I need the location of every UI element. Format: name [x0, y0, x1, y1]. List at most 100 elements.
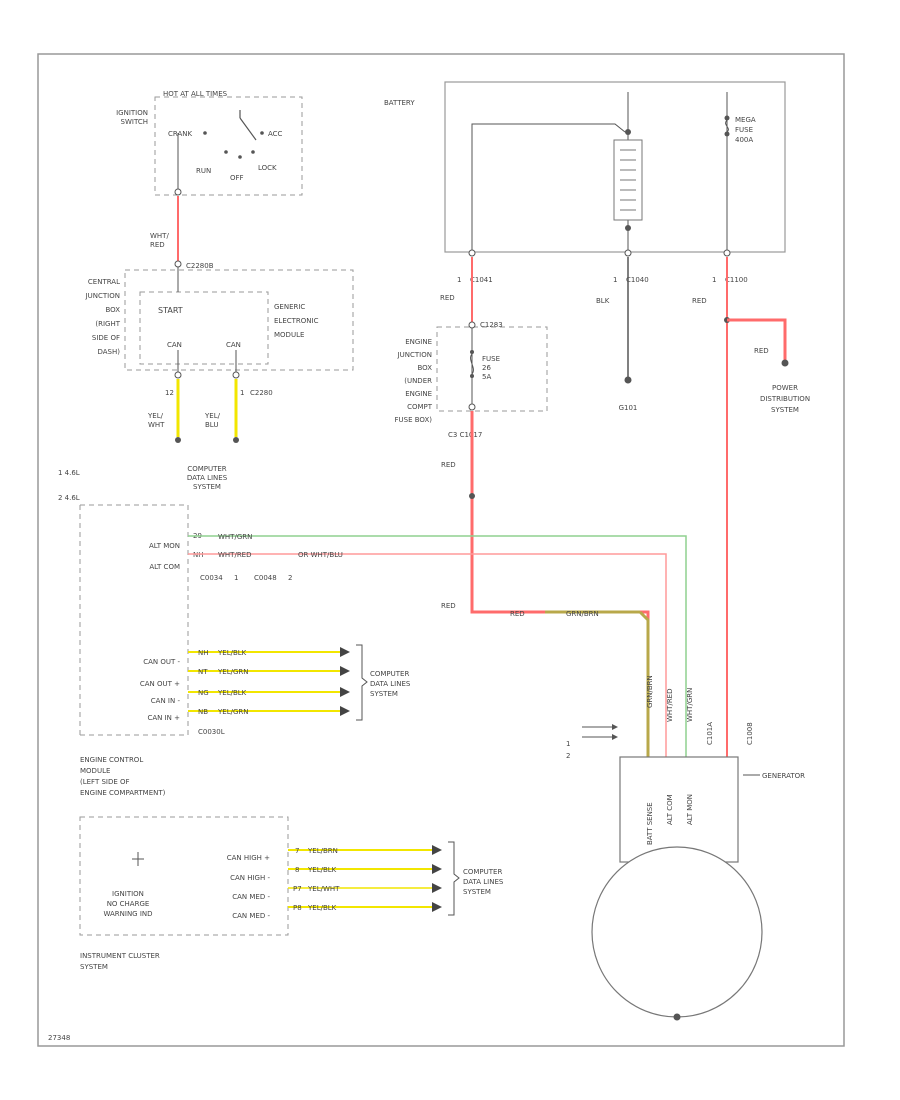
ejb-fuse-2: 5A: [482, 373, 491, 381]
cluster-0: INSTRUMENT CLUSTER: [80, 952, 160, 960]
ejb-connector: C1283: [480, 321, 503, 329]
pcm-conn-1: 1: [234, 574, 238, 582]
engine-junction-box: C1283 FUSE 26 5A ENGINE JUNCTION BOX (UN…: [394, 321, 548, 439]
cjb-name-4: SIDE OF: [92, 334, 120, 342]
wire-yel-blu-label1: YEL/: [204, 412, 221, 420]
wire-yel-wht-label2: WHT: [148, 421, 165, 429]
pds-0: POWER: [772, 384, 798, 392]
pcm-dest-2: SYSTEM: [370, 690, 398, 698]
gen-c-left: C101A: [706, 722, 714, 745]
wire-red3-label: RED: [754, 347, 769, 355]
pcm-can-label-3: CAN IN +: [147, 714, 180, 722]
cjb-name-3: (RIGHT: [95, 320, 120, 328]
wire-red-batt-sense: [470, 411, 650, 757]
c1-pin: 1: [457, 276, 461, 284]
wire-red1-label: RED: [440, 294, 455, 302]
pcm-can-label-1: CAN OUT +: [140, 680, 180, 688]
c2-name: C1040: [626, 276, 649, 284]
ejb-name-2: BOX: [417, 364, 432, 372]
mega-fuse-0: MEGA: [735, 116, 756, 124]
ejb-name-3: (UNDER: [404, 377, 432, 385]
ecm-can-label-1: CAN HIGH -: [230, 874, 270, 882]
engine-note-2: 2 4.6L: [58, 494, 80, 502]
pcm-can-label-0: CAN OUT -: [143, 658, 180, 666]
wire-yel-blu-label2: BLU: [205, 421, 218, 429]
mega-fuse-1: FUSE: [735, 126, 753, 134]
pds-1: DISTRIBUTION: [760, 395, 810, 403]
ecm-can-pin-1: 8: [295, 866, 299, 874]
ejb-name-0: ENGINE: [405, 338, 432, 346]
battery: BATTERY MEGA FUSE 400A: [384, 81, 786, 253]
ecm-ind-2: WARNING IND: [103, 910, 152, 918]
ecm-dest-1: DATA LINES: [463, 878, 504, 886]
gen-wire-2: WHT/GRN: [686, 688, 694, 722]
wire-alt-mon: [188, 535, 687, 757]
pcm-can-pin-2: NG: [198, 689, 209, 697]
c2-pin: 1: [613, 276, 617, 284]
cjb-can-left-label: CAN: [167, 341, 182, 349]
cjb-dest-0: COMPUTER: [187, 465, 226, 473]
gen-wire-0: GRN/BRN: [646, 675, 654, 708]
ecm-name-0: ENGINE CONTROL: [80, 756, 143, 764]
ejb-name-6: FUSE BOX): [394, 416, 432, 424]
gen-term-batt-sense: BATT SENSE: [646, 802, 654, 845]
c1-name: C1041: [470, 276, 493, 284]
cjb-dest-2: SYSTEM: [193, 483, 221, 491]
ejb-name-4: ENGINE: [405, 390, 432, 398]
pcm-alt-com: ALT COM: [149, 563, 180, 571]
wire-wht-red-label2: RED: [150, 241, 165, 249]
ecm-name-1: MODULE: [80, 767, 110, 775]
gem-name-1: ELECTRONIC: [274, 317, 319, 325]
gen-arrow-2: 2: [566, 752, 570, 760]
ecm-can-label-0: CAN HIGH +: [227, 854, 270, 862]
cjb-dest-1: DATA LINES: [187, 474, 228, 482]
ecm-can-wire-1: YEL/BLK: [307, 866, 337, 874]
wire-blk-label: BLK: [596, 297, 610, 305]
ecm-can-wire-2: YEL/WHT: [307, 885, 340, 893]
central-junction-box: C2280B CENTRAL JUNCTION BOX (RIGHT SIDE …: [85, 260, 354, 397]
cjb-connector2: C2280: [250, 389, 273, 397]
ecm-can-pin-2: P7: [293, 885, 302, 893]
ecm-can-wire-3: YEL/BLK: [307, 904, 337, 912]
ejb-red-label: RED: [441, 461, 456, 469]
ejb-splice-label: RED: [510, 610, 525, 618]
ignition-lock-label: LOCK: [258, 164, 277, 172]
pcm-dest-1: DATA LINES: [370, 680, 411, 688]
cjb-pin-right: 1: [240, 389, 244, 397]
ejb-name-1: JUNCTION: [397, 351, 432, 359]
ignition-off-label: OFF: [230, 174, 244, 182]
ejb-splice-to-label: GRN/BRN: [566, 610, 599, 618]
pcm-dest-0: COMPUTER: [370, 670, 409, 678]
cluster-1: SYSTEM: [80, 963, 108, 971]
ignition-acc-label: ACC: [268, 130, 283, 138]
pcm-can-wire-3: YEL/GRN: [217, 708, 248, 716]
ignition-run-label: RUN: [196, 167, 211, 175]
pds-2: SYSTEM: [771, 406, 799, 414]
ecm-can-wire-0: YEL/BRN: [307, 847, 338, 855]
pcm-can-wire-2: YEL/BLK: [217, 689, 247, 697]
ejb-pins: C3 C1017: [448, 431, 482, 439]
ecm-ind-0: IGNITION: [112, 890, 144, 898]
pcm-can-pin-3: NB: [198, 708, 208, 716]
wire-red-pds: [727, 318, 787, 360]
ecm-module: IGNITION NO CHARGE WARNING IND CAN HIGH …: [79, 816, 289, 936]
pcm-conn-2: C0048: [254, 574, 277, 582]
cjb-connector: C2280B: [186, 262, 214, 270]
pcm-can-wire-1: YEL/GRN: [217, 668, 248, 676]
ecm-ind-1: NO CHARGE: [107, 900, 150, 908]
pcm-conn-0: C0034: [200, 574, 223, 582]
pcm-module: ALT MON ALT COM 29 NH C0034 1 C0048 2 CA…: [79, 504, 292, 736]
ignition-hot-label: HOT AT ALL TIMES: [163, 90, 228, 98]
ejb-fuse-0: FUSE: [482, 355, 500, 363]
ecm-can-wires: [288, 845, 442, 912]
gen-arrow-1: 1: [566, 740, 570, 748]
ejb-name-5: COMPT: [407, 403, 433, 411]
wire-red2-label: RED: [692, 297, 707, 305]
pcm-can-pin-1: NT: [198, 668, 208, 676]
ignition-name-line2: SWITCH: [121, 118, 148, 126]
mega-fuse-2: 400A: [735, 136, 753, 144]
pcm-alt-mon: ALT MON: [149, 542, 180, 550]
wire-alt-com: [188, 553, 667, 757]
ecm-name-2: (LEFT SIDE OF: [80, 778, 130, 786]
